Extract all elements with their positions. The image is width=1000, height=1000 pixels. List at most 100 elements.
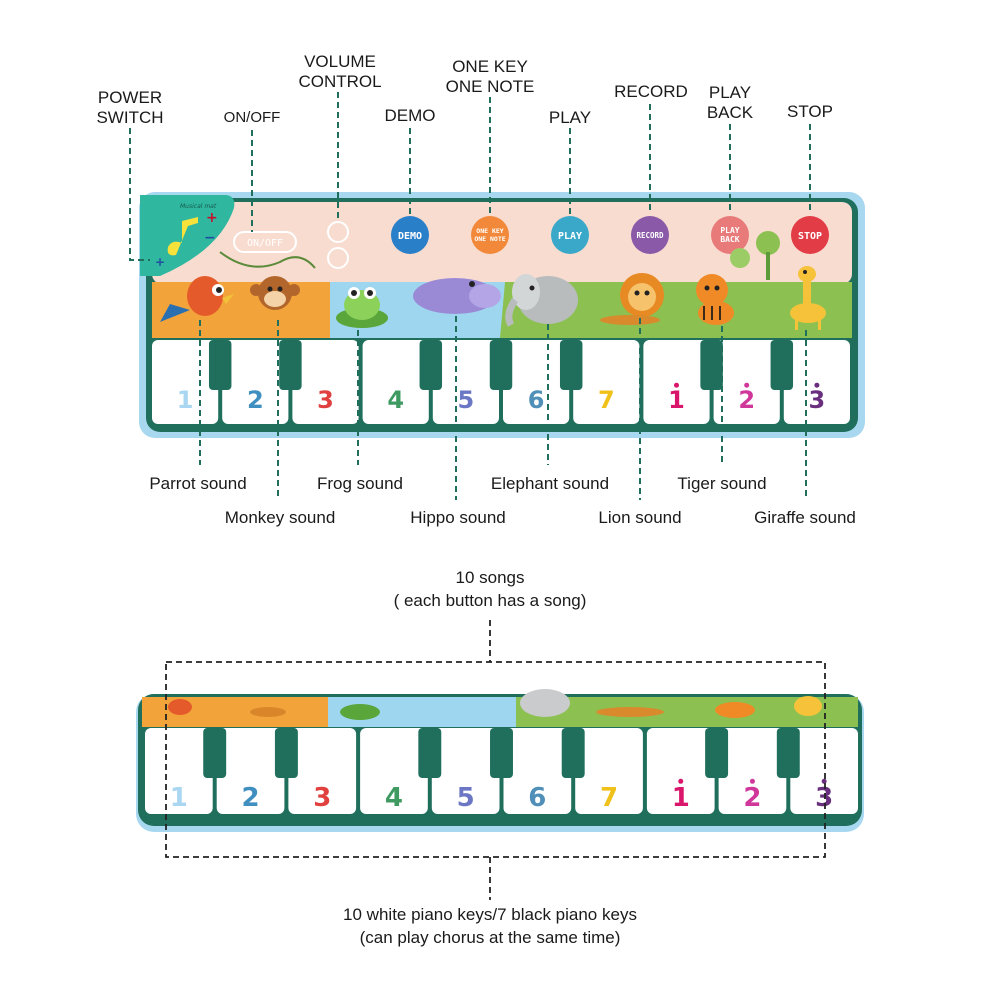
on-off-button-label: ON/OFF — [247, 238, 283, 249]
keys-note: (can play chorus at the same time) — [359, 928, 621, 947]
top-key-number-2: 2 — [247, 386, 264, 414]
bottom-high-octave-dot-10 — [821, 778, 827, 784]
lion-icon — [600, 273, 664, 325]
power-switch-label-line2: SWITCH — [96, 108, 164, 127]
bottom-white-key-9[interactable] — [718, 728, 787, 814]
bottom-key-number-2: 2 — [242, 783, 260, 813]
power-switch-panel — [140, 195, 235, 276]
one-key-button-label-1: ONE KEY — [476, 227, 503, 235]
top-white-key-8[interactable] — [643, 340, 710, 424]
bottom-white-key-8[interactable] — [646, 728, 715, 814]
volume-control-label-line1: VOLUME — [304, 52, 376, 71]
record-label: RECORD — [614, 82, 688, 101]
record-button[interactable] — [631, 216, 669, 254]
elephant-sound-label: Elephant sound — [490, 474, 610, 493]
bottom-white-key-3[interactable] — [288, 728, 357, 814]
top-black-key-1[interactable] — [208, 340, 232, 390]
top-white-key-5[interactable] — [432, 340, 499, 424]
top-black-key-6[interactable] — [700, 340, 723, 390]
top-white-key-2[interactable] — [222, 340, 289, 424]
bottom-white-key-10[interactable] — [790, 728, 858, 814]
volume-minus-icon: − — [204, 230, 216, 246]
songs-bracket — [165, 661, 826, 858]
bottom-black-key-5[interactable] — [561, 728, 585, 778]
play-back-button-label-1: PLAY — [720, 226, 739, 235]
frog-icon — [336, 287, 388, 328]
bottom-black-key-1[interactable] — [203, 728, 227, 778]
volume-control-label-line2: CONTROL — [298, 72, 382, 91]
stop-button[interactable] — [791, 216, 829, 254]
bottom-black-key-6[interactable] — [705, 728, 729, 778]
power-switch-label-line1: POWER — [97, 88, 163, 107]
parrot-sound-label: Parrot sound — [149, 474, 247, 493]
one-key-button-label-2: ONE NOTE — [474, 235, 505, 243]
record-button-label: RECORD — [636, 231, 664, 240]
top-black-key-2[interactable] — [279, 340, 302, 390]
play-back-label-line2: BACK — [706, 103, 754, 122]
top-black-key-7[interactable] — [770, 340, 794, 390]
play-button[interactable] — [551, 216, 589, 254]
play-back-button-label-2: BACK — [720, 235, 739, 244]
top-white-key-9[interactable] — [713, 340, 780, 424]
one-key-label-line1: ONE KEY — [452, 57, 528, 76]
bottom-white-key-1[interactable] — [145, 728, 213, 814]
bottom-key-number-1: 1 — [170, 783, 188, 813]
one-key-one-note-label: ONE KEY ONE NOTE — [430, 57, 550, 97]
giraffe-sound-label: Giraffe sound — [754, 508, 856, 527]
bottom-white-key-4[interactable] — [360, 728, 428, 814]
bottom-black-key-4[interactable] — [490, 728, 513, 778]
top-black-key-5[interactable] — [559, 340, 583, 390]
play-label: PLAY — [548, 108, 592, 127]
bottom-white-key-5[interactable] — [431, 728, 500, 814]
hippo-sound-label: Hippo sound — [410, 508, 506, 527]
bottom-high-octave-dot-9 — [749, 778, 755, 784]
top-key-number-10: 3 — [809, 386, 826, 414]
top-white-key-7[interactable] — [573, 340, 640, 424]
bottom-white-key-7[interactable] — [575, 728, 643, 814]
top-key-number-8: 1 — [668, 386, 685, 414]
top-key-number-4: 4 — [387, 386, 404, 414]
bottom-key-number-7: 7 — [600, 783, 618, 813]
top-high-octave-dot-9 — [744, 382, 750, 388]
demo-button[interactable] — [391, 216, 429, 254]
top-white-key-10[interactable] — [783, 340, 850, 424]
songs-title: 10 songs — [455, 568, 525, 587]
music-note-icon — [167, 217, 198, 256]
demo-label: DEMO — [384, 106, 436, 125]
bottom-key-number-3: 3 — [313, 783, 331, 813]
top-white-key-4[interactable] — [362, 340, 429, 424]
tree-trunk — [766, 252, 770, 280]
volume-down-button[interactable] — [327, 247, 349, 269]
power-plus-icon: + — [155, 255, 165, 269]
bottom-white-key-6[interactable] — [503, 728, 572, 814]
on-off-button[interactable] — [233, 231, 297, 253]
play-back-button[interactable] — [711, 216, 749, 254]
tree-icon — [730, 248, 750, 268]
top-black-key-4[interactable] — [489, 340, 513, 390]
top-white-key-1[interactable] — [152, 340, 219, 424]
tiger-sound-label: Tiger sound — [677, 474, 767, 493]
top-white-key-6[interactable] — [503, 340, 570, 424]
bottom-black-key-7[interactable] — [776, 728, 800, 778]
stop-button-label: STOP — [798, 231, 822, 242]
top-black-key-3[interactable] — [419, 340, 443, 390]
volume-up-button[interactable] — [327, 221, 349, 243]
bottom-animal-hints — [168, 689, 822, 720]
power-switch-label: POWER SWITCH — [88, 88, 172, 128]
top-key-number-1: 1 — [177, 386, 194, 414]
top-key-number-3: 3 — [317, 386, 334, 414]
vine-decoration — [219, 251, 316, 269]
bottom-white-key-2[interactable] — [216, 728, 285, 814]
top-key-number-6: 6 — [528, 386, 545, 414]
one-key-button[interactable] — [471, 216, 509, 254]
bottom-black-key-3[interactable] — [418, 728, 442, 778]
giraffe-icon — [790, 266, 826, 330]
one-key-label-line2: ONE NOTE — [445, 77, 535, 96]
monkey-sound-label: Monkey sound — [224, 508, 336, 527]
bottom-black-key-2[interactable] — [274, 728, 298, 778]
demo-button-label: DEMO — [398, 231, 422, 242]
top-white-key-3[interactable] — [292, 340, 359, 424]
elephant-icon — [505, 274, 578, 327]
